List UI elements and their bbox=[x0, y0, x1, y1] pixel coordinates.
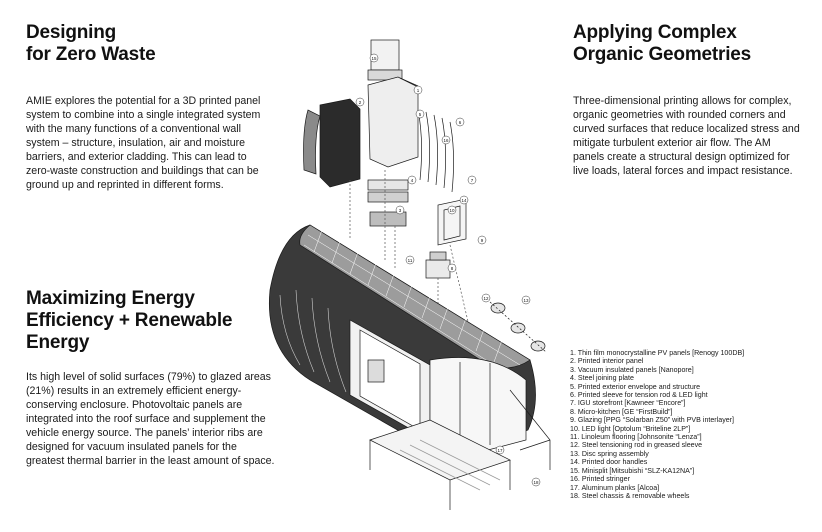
callout-6: 6 bbox=[455, 117, 465, 127]
wall-panel-component bbox=[367, 39, 419, 168]
assembly-guides bbox=[349, 170, 471, 331]
svg-text:3: 3 bbox=[399, 208, 402, 213]
svg-text:14: 14 bbox=[461, 198, 467, 203]
chassis-ramp bbox=[369, 389, 551, 510]
legend-item: 1. Thin film monocrystalline PV panels [… bbox=[570, 349, 745, 357]
legend-item: 5. Printed exterior envelope and structu… bbox=[570, 382, 701, 391]
heading-line: for Zero Waste bbox=[26, 44, 156, 65]
legend-item: 18. Steel chassis & removable wheels bbox=[570, 491, 690, 500]
svg-text:6: 6 bbox=[459, 120, 462, 125]
callout-15: 15 bbox=[369, 53, 379, 63]
svg-text:9: 9 bbox=[481, 238, 484, 243]
callout-17: 17 bbox=[495, 445, 505, 455]
svg-text:18: 18 bbox=[533, 480, 539, 485]
svg-text:13: 13 bbox=[523, 298, 529, 303]
legend-item: 9. Glazing [PPG “Solarban Z50” with PVB … bbox=[570, 416, 735, 425]
energy-efficiency-body: Its high level of solid surfaces (79%) t… bbox=[26, 371, 275, 467]
legend-item: 2. Printed interior panel bbox=[570, 357, 644, 366]
heading-line: Energy bbox=[26, 332, 90, 353]
callout-11: 11 bbox=[405, 255, 415, 265]
callout-9: 9 bbox=[477, 235, 487, 245]
legend-item: 16. Printed stringer bbox=[570, 475, 630, 484]
legend-item: 14. Printed door handles bbox=[570, 458, 648, 467]
svg-text:10: 10 bbox=[449, 208, 455, 213]
kitchen-module bbox=[425, 251, 451, 279]
svg-text:5: 5 bbox=[419, 112, 422, 117]
organic-geometries-heading: Applying Complex Organic Geometries bbox=[573, 22, 803, 66]
legend-item: 13. Disc spring assembly bbox=[570, 449, 649, 458]
zero-waste-section: Designing for Zero Waste AMIE explores t… bbox=[26, 22, 271, 192]
legend-item: 10. LED light [Optolum “Briteline 2LP”] bbox=[570, 424, 691, 433]
legend-item: 8. Micro-kitchen [GE “FirstBuild”] bbox=[570, 407, 673, 416]
legend-item: 6. Printed sleeve for tension rod & LED … bbox=[570, 391, 708, 400]
svg-text:11: 11 bbox=[408, 258, 413, 263]
callout-8: 8 bbox=[447, 263, 457, 273]
ribs-component bbox=[417, 109, 454, 193]
pv-roof-panels bbox=[303, 229, 521, 373]
callout-2: 2 bbox=[355, 97, 365, 107]
legend-item: 11. Linoleum flooring [Johnsonite “Lenza… bbox=[570, 433, 702, 442]
svg-text:16: 16 bbox=[443, 138, 449, 143]
svg-text:15: 15 bbox=[371, 56, 377, 61]
callout-16: 16 bbox=[441, 135, 451, 145]
legend-item: 3. Vacuum insulated panels [Nanopore] bbox=[570, 365, 694, 374]
energy-efficiency-section: Maximizing Energy Efficiency + Renewable… bbox=[26, 288, 276, 468]
callout-1: 1 bbox=[413, 85, 423, 95]
svg-text:17: 17 bbox=[497, 448, 503, 453]
svg-text:7: 7 bbox=[471, 178, 474, 183]
callout-14: 14 bbox=[459, 195, 469, 205]
zero-waste-body: AMIE explores the potential for a 3D pri… bbox=[26, 95, 261, 191]
organic-geometries-body: Three-dimensional printing allows for co… bbox=[573, 95, 800, 177]
components-legend: 1. Thin film monocrystalline PV panels [… bbox=[570, 349, 815, 500]
printed-interior-panel bbox=[303, 98, 361, 188]
disc-spring-assembly bbox=[489, 301, 547, 353]
callout-13: 13 bbox=[521, 295, 531, 305]
heading-line: Efficiency + Renewable bbox=[26, 310, 233, 331]
energy-efficiency-heading: Maximizing Energy Efficiency + Renewable… bbox=[26, 288, 276, 354]
svg-text:8: 8 bbox=[451, 266, 454, 271]
pod-ribs bbox=[279, 289, 347, 393]
heading-line: Designing bbox=[26, 22, 117, 43]
callout-12: 12 bbox=[481, 293, 491, 303]
heading-line: Applying Complex bbox=[573, 22, 737, 43]
zero-waste-heading: Designing for Zero Waste bbox=[26, 22, 271, 66]
callout-3: 3 bbox=[395, 205, 405, 215]
legend-item: 15. Minisplit [Mitsubishi “SLZ-KA12NA”] bbox=[570, 466, 695, 475]
svg-text:2: 2 bbox=[359, 100, 362, 105]
svg-text:1: 1 bbox=[417, 88, 420, 93]
organic-geometries-section: Applying Complex Organic Geometries Thre… bbox=[573, 22, 803, 178]
legend-item: 7. IGU storefront [Kawneer “Encore”] bbox=[570, 399, 686, 408]
callout-18: 18 bbox=[531, 477, 541, 487]
svg-text:4: 4 bbox=[411, 178, 414, 183]
svg-text:12: 12 bbox=[483, 296, 489, 301]
vacuum-panel-stack bbox=[367, 179, 409, 227]
callout-10: 10 bbox=[447, 205, 457, 215]
callout-5: 5 bbox=[415, 109, 425, 119]
callout-7: 7 bbox=[467, 175, 477, 185]
heading-line: Organic Geometries bbox=[573, 44, 752, 65]
heading-line: Maximizing Energy bbox=[26, 288, 195, 309]
legend-item: 17. Aluminum planks [Alcoa] bbox=[570, 483, 660, 492]
legend-item: 12. Steel tensioning rod in greased slee… bbox=[570, 441, 703, 450]
callout-4: 4 bbox=[407, 175, 417, 185]
legend-item: 4. Steel joining plate bbox=[570, 374, 634, 383]
pod-interior-cutaway bbox=[349, 319, 431, 441]
